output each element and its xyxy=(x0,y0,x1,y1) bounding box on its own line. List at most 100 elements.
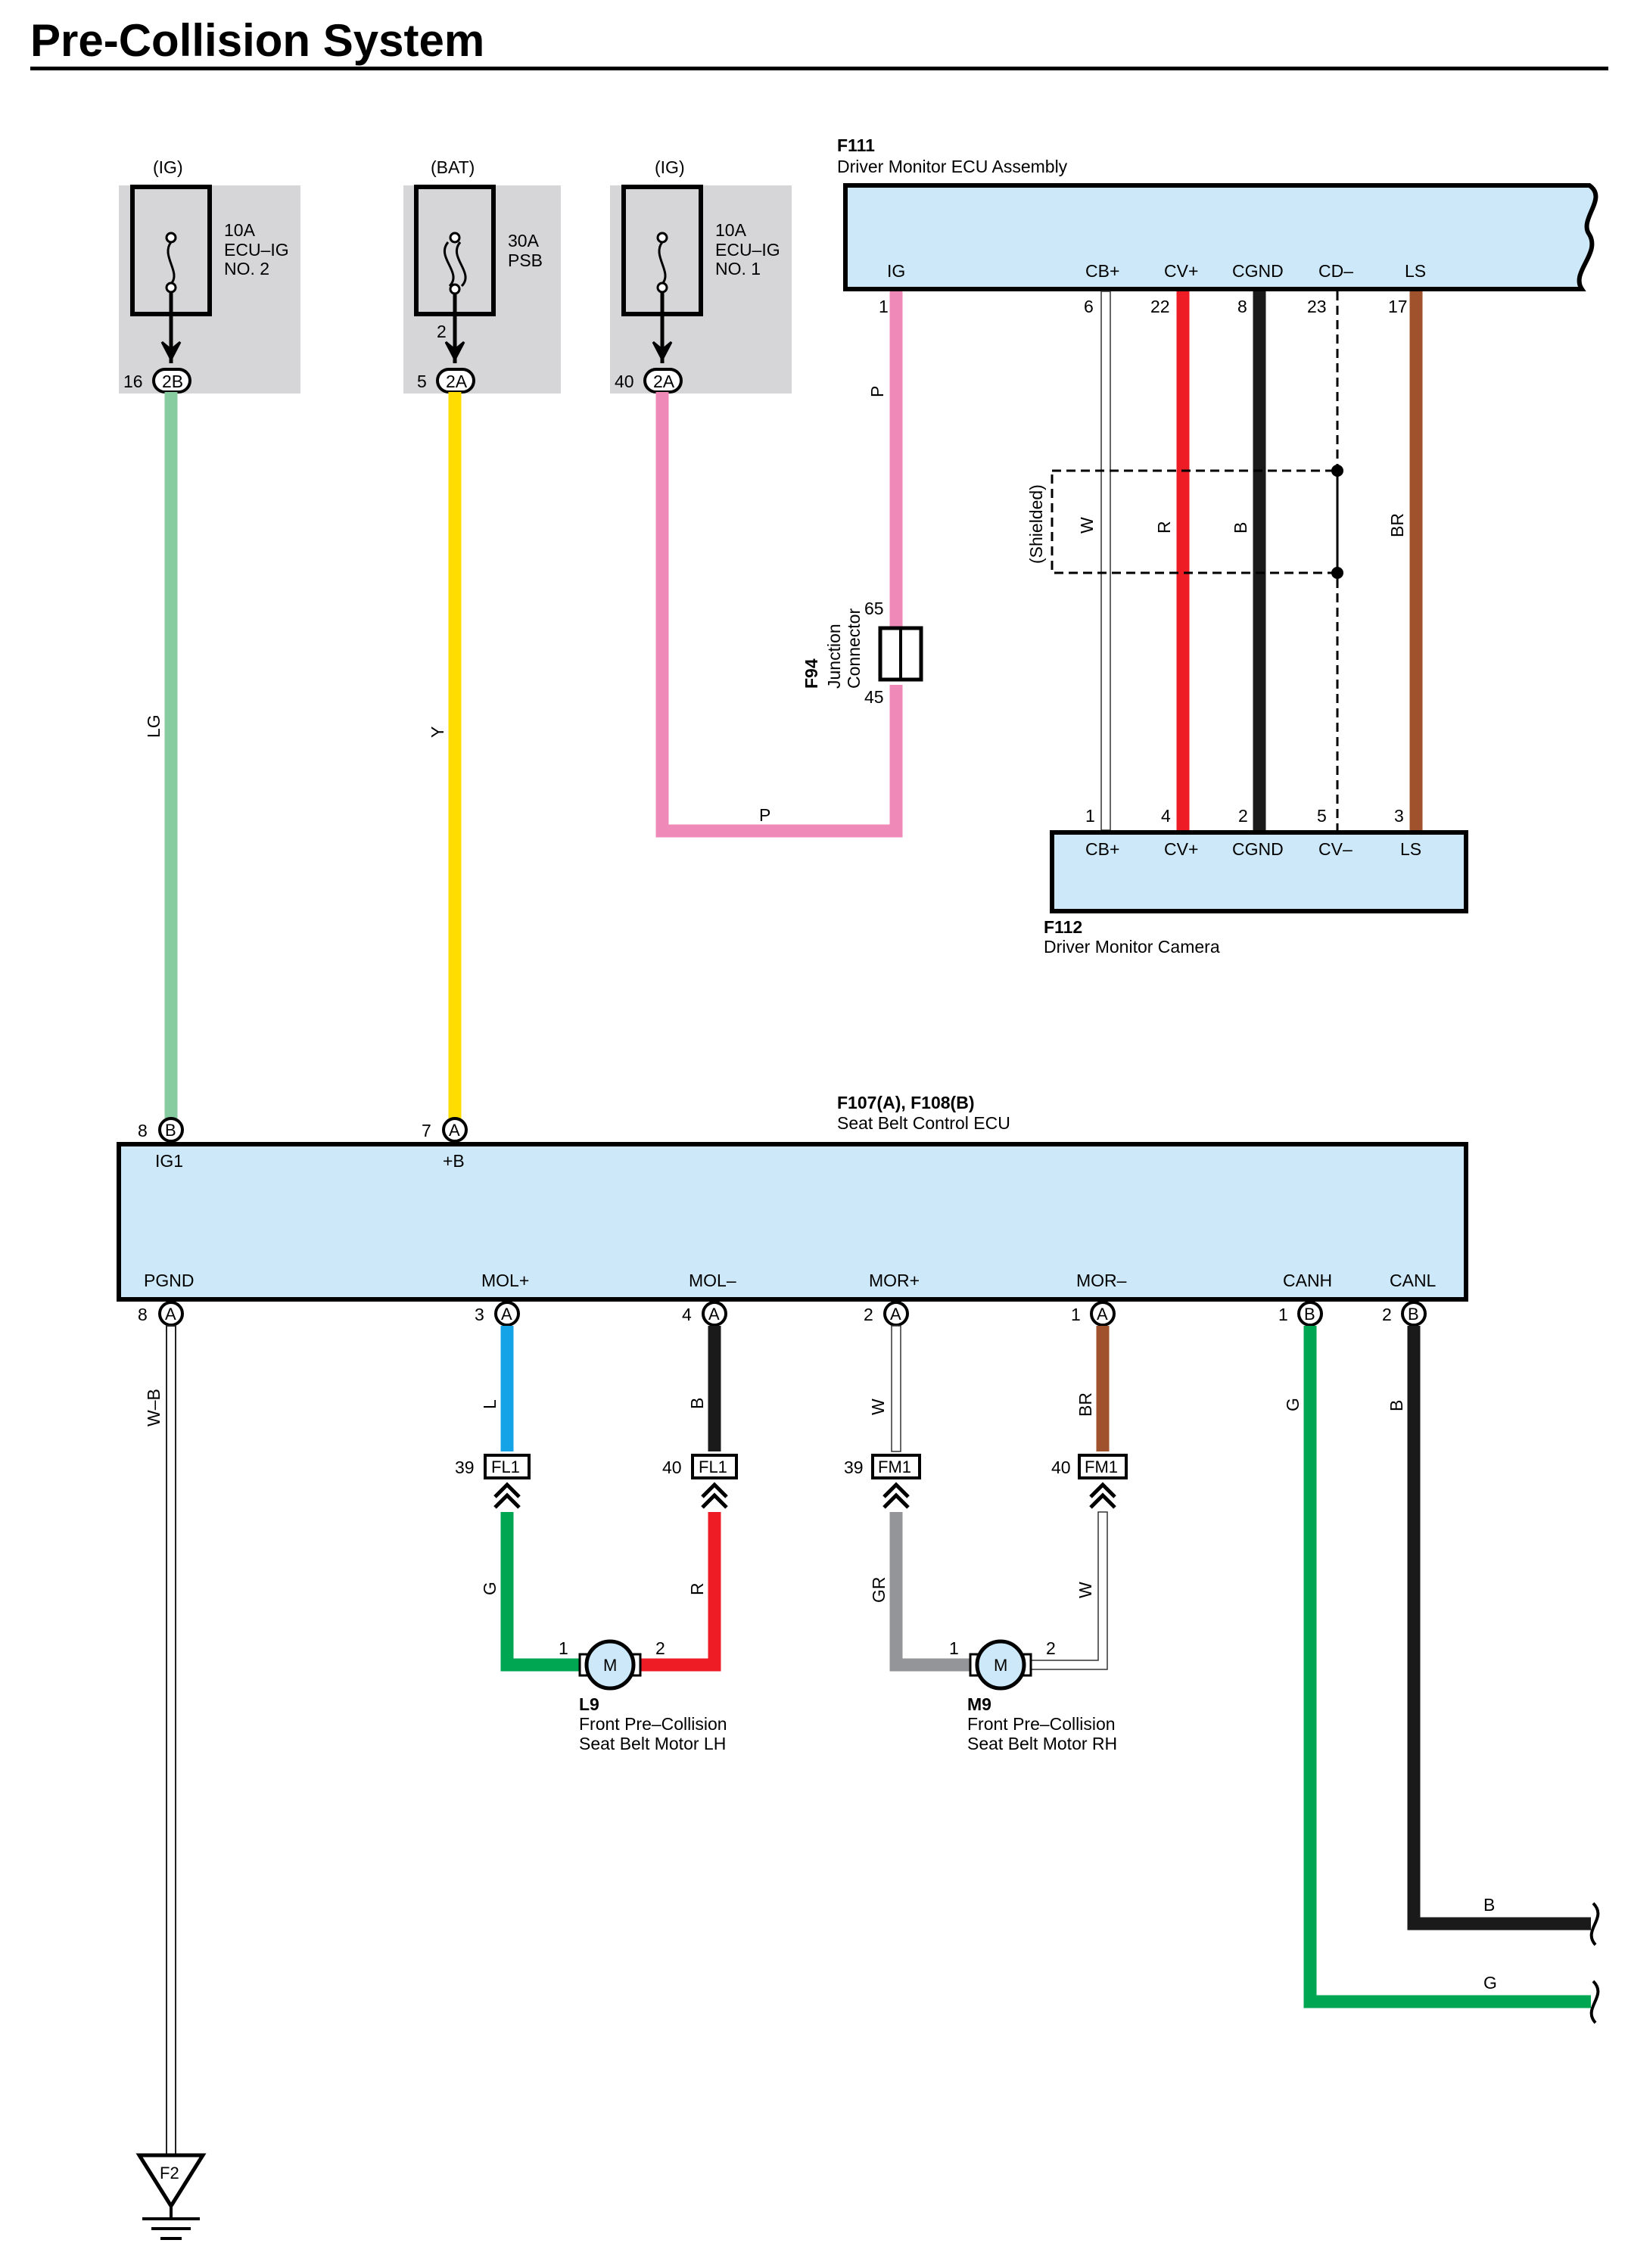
connector-box xyxy=(871,1454,921,1479)
ecu-name: Seat Belt Control ECU xyxy=(837,1113,1010,1133)
terminal-mor-plus: MOR+ xyxy=(869,1271,920,1290)
connector-letter-ig1: B xyxy=(165,1121,176,1140)
pin-ig1: 8 xyxy=(138,1121,148,1140)
connector-circle-canl xyxy=(1401,1301,1427,1327)
pin-ls: 3 xyxy=(1394,806,1404,826)
pin-cd-minus: 23 xyxy=(1307,297,1327,316)
fuse-element-icon xyxy=(658,241,667,285)
terminal-mor-minus: MOR– xyxy=(1076,1271,1127,1290)
connector-box xyxy=(691,1454,738,1479)
pin-ls: 17 xyxy=(1388,297,1408,316)
pin-mol-minus: 4 xyxy=(682,1305,692,1324)
seat-belt-control-ecu: F107(A), F108(B) Seat Belt Control ECU B… xyxy=(117,1093,1468,1327)
connector-pin: 39 xyxy=(844,1458,864,1477)
fuse-pin: 40 xyxy=(615,372,634,391)
pin-mor-minus: 1 xyxy=(1071,1305,1081,1324)
connector-circle-mol-plus xyxy=(494,1301,520,1327)
motor-icon xyxy=(975,1639,1026,1691)
pin-pgnd: 8 xyxy=(138,1305,148,1324)
motor-pin-left: 1 xyxy=(949,1638,959,1658)
fuse-supply-label: (BAT) xyxy=(431,157,475,177)
wire-w-camera xyxy=(1100,291,1111,831)
terminal-cv-plus: CV+ xyxy=(1164,261,1198,281)
inline-connector-fm1-40: FM1 40 xyxy=(1051,1454,1128,1509)
wire-code-b-camera: B xyxy=(1231,522,1250,534)
pin-plus-b: 7 xyxy=(422,1121,431,1140)
pin-canl: 2 xyxy=(1382,1305,1392,1324)
wire-gr-m9-left xyxy=(889,1512,973,1672)
fuse-psb: (BAT) 30A PSB 2 5 2A xyxy=(403,157,561,394)
inline-connector-fl1-39: FL1 39 xyxy=(455,1454,531,1509)
wire-code-b-canl: B xyxy=(1387,1400,1406,1411)
motor-icon xyxy=(584,1639,636,1691)
junction-pin-top: 65 xyxy=(864,599,884,618)
fuse-terminal-bottom xyxy=(656,282,668,294)
motor-name-line2: Seat Belt Motor LH xyxy=(579,1734,726,1753)
f111-driver-monitor-ecu: F111 Driver Monitor ECU Assembly IG CB+ … xyxy=(837,135,1598,316)
junction-name-line2: Connector xyxy=(844,608,864,689)
ecu-body xyxy=(843,183,1598,291)
wire-code-br-mor: BR xyxy=(1075,1392,1095,1417)
pin-cgnd: 2 xyxy=(1238,806,1248,826)
junction-code: F94 xyxy=(802,658,821,689)
connector-letter-mol-plus: A xyxy=(501,1305,512,1324)
shield-box xyxy=(1051,469,1339,574)
fuse-pin: 5 xyxy=(417,372,427,391)
pin-ig: 1 xyxy=(879,297,889,316)
fuse-name-number: NO. 2 xyxy=(224,259,269,278)
fuse-supply-label: (IG) xyxy=(655,157,685,177)
pin-cv-plus: 4 xyxy=(1161,806,1171,826)
wire-code-w-b: W–B xyxy=(144,1389,163,1426)
shield-enclosure: (Shielded) xyxy=(1026,465,1343,579)
connector-circle-mor-plus xyxy=(883,1301,909,1327)
terminal-cgnd: CGND xyxy=(1232,839,1284,859)
fuse-rating: 30A xyxy=(508,231,540,250)
motor-name-line1: Front Pre–Collision xyxy=(967,1714,1116,1734)
pin-cb-plus: 6 xyxy=(1084,297,1094,316)
wire-code-w-mor: W xyxy=(868,1398,888,1415)
connector-letter-plus-b: A xyxy=(449,1121,460,1140)
wire-code-b-mol: B xyxy=(687,1398,707,1409)
ecu-body xyxy=(117,1142,1468,1302)
chevron-up-icon xyxy=(1089,1482,1116,1509)
motor-name-line2: Seat Belt Motor RH xyxy=(967,1734,1117,1753)
shielded-label: (Shielded) xyxy=(1026,484,1046,564)
terminal-cv-plus: CV+ xyxy=(1164,839,1198,859)
terminal-mol-plus: MOL+ xyxy=(481,1271,529,1290)
connector-circle-mol-minus xyxy=(702,1301,727,1327)
fuse-connector-label: 2B xyxy=(162,372,183,391)
wire-code-g-canh: G xyxy=(1283,1398,1303,1411)
connector-letter-mor-minus: A xyxy=(1097,1305,1108,1324)
pin-mor-plus: 2 xyxy=(864,1305,873,1324)
wire-w-b-ground xyxy=(166,1325,176,2155)
fuse-rating: 10A xyxy=(224,220,256,240)
fuse-connector-label: 2A xyxy=(653,372,675,391)
inline-connector-fm1-39: FM1 39 xyxy=(844,1454,921,1509)
terminal-ig1: IG1 xyxy=(155,1151,183,1171)
fuse-box-background xyxy=(403,185,561,394)
terminal-cgnd: CGND xyxy=(1232,261,1284,281)
fuse-name: ECU–IG xyxy=(715,240,780,260)
chevron-up-icon xyxy=(882,1482,910,1509)
fuse-name-number: NO. 1 xyxy=(715,259,761,278)
connector-name: FM1 xyxy=(878,1458,911,1476)
motor-code: L9 xyxy=(579,1694,599,1714)
wire-code-gr-m9: GR xyxy=(869,1577,889,1604)
connector-letter-pgnd: A xyxy=(165,1305,176,1324)
pin-cb-plus: 1 xyxy=(1085,806,1095,826)
fuse-ecu-ig-no1: (IG) 10A ECU–IG NO. 1 40 2A xyxy=(610,157,792,394)
terminal-cv-minus: CV– xyxy=(1318,839,1353,859)
wire-w-mor-plus xyxy=(891,1325,901,1452)
wire-code-b-end: B xyxy=(1483,1895,1495,1915)
connector-box xyxy=(484,1454,531,1479)
connector-circle-ig1 xyxy=(158,1117,184,1143)
camera-body xyxy=(1050,830,1468,913)
connector-letter-mor-plus: A xyxy=(890,1305,901,1324)
pin-canh: 1 xyxy=(1278,1305,1288,1324)
wire-code-g-l9: G xyxy=(480,1582,500,1595)
wire-code-lg: LG xyxy=(144,714,163,738)
fuse-inner-pin: 2 xyxy=(437,322,447,341)
ecu-name: Driver Monitor ECU Assembly xyxy=(837,157,1068,176)
wire-code-g-end: G xyxy=(1483,1973,1497,1993)
connector-letter-canh: B xyxy=(1304,1305,1315,1324)
